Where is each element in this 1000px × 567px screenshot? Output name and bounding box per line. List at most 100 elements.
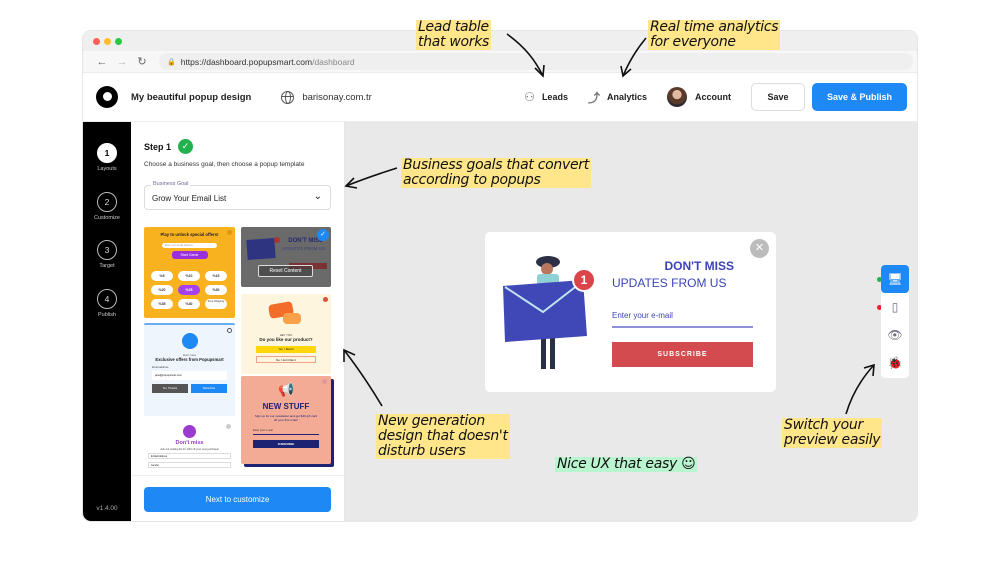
template-email-field: Enter your email address xyxy=(162,243,217,248)
template-text: Join our mailing list for 10% off your n… xyxy=(160,448,219,451)
prize-pill: %30 xyxy=(205,285,227,295)
preview-canvas: ✕ 1 DON'T MISS UPDATES FROM US Enter you… xyxy=(345,122,917,521)
template-text: Sign up for our newsletter and get $40 g… xyxy=(254,414,318,422)
prize-pill: %20 xyxy=(151,285,173,295)
annotation-leads: Lead table that works xyxy=(416,20,492,50)
popup-subscribe-button[interactable]: SUBSCRIBE xyxy=(612,342,753,367)
megaphone-icon: 📢 xyxy=(278,382,295,397)
annotation-preview: Switch your preview easily xyxy=(782,417,883,448)
template-yes-button: Yes, I liked it xyxy=(256,346,316,353)
step-layouts[interactable]: 1 Layouts xyxy=(83,143,131,172)
site-selector[interactable]: barisonay.com.tr xyxy=(281,90,372,104)
mobile-icon[interactable]: ▯ xyxy=(891,300,899,314)
site-domain: barisonay.com.tr xyxy=(302,91,372,103)
step-label: Target xyxy=(99,263,115,269)
template-gamification[interactable]: Play to unlock special offers! Enter you… xyxy=(144,227,235,318)
address-bar: ← → ↻ 🔒 https://dashboard.popupsmart.com… xyxy=(83,51,917,73)
popupsmart-logo-icon xyxy=(183,425,196,438)
app-version: v1.4.00 xyxy=(96,505,118,512)
template-dont-miss-selected[interactable]: DON'T MISS UPDATES FROM US Reset Content… xyxy=(241,227,331,287)
desktop-icon[interactable]: 🖥 xyxy=(881,265,909,293)
reload-icon[interactable]: ↻ xyxy=(137,56,147,68)
nav-account[interactable]: Account xyxy=(667,87,731,107)
panel-footer: Next to customize xyxy=(131,475,344,521)
close-icon xyxy=(227,230,232,235)
step-number: 4 xyxy=(97,289,117,309)
template-title: Don't miss xyxy=(175,440,204,446)
badge-icon xyxy=(274,237,280,243)
template-title: NEW STUFF xyxy=(262,402,310,411)
business-goal-select[interactable]: Business Goal Grow Your Email List ⌄ xyxy=(144,181,331,210)
template-title: Play to unlock special offers! xyxy=(160,232,219,237)
close-window-button[interactable] xyxy=(93,37,100,45)
nav-analytics[interactable]: ⤴ Analytics xyxy=(588,89,647,106)
step-number: 3 xyxy=(97,240,117,260)
step-publish[interactable]: 4 Publish xyxy=(83,289,131,318)
next-to-customize-button[interactable]: Next to customize xyxy=(144,487,331,512)
step-title: Step 1 ✓ xyxy=(144,139,194,154)
prize-pill: %10 xyxy=(178,271,200,281)
desktop-status-dot xyxy=(877,277,882,282)
close-icon[interactable]: ✕ xyxy=(750,239,769,258)
arrow-icon xyxy=(506,33,545,78)
annotation-line: disturb users xyxy=(378,443,466,459)
popup-title: DON'T MISS xyxy=(664,259,734,273)
nav-leads[interactable]: ⚇ Leads xyxy=(524,90,568,104)
prize-pill: Free Shipping xyxy=(205,299,227,309)
url-host: https://dashboard.popupsmart.com xyxy=(180,56,313,67)
bug-icon[interactable]: 🐞 xyxy=(887,356,903,370)
design-name[interactable]: My beautiful popup design xyxy=(131,91,252,103)
forward-icon[interactable]: → xyxy=(116,55,128,68)
annotation-line: Switch your xyxy=(784,417,863,433)
save-publish-button[interactable]: Save & Publish xyxy=(812,83,907,111)
annotation-line: Real time analytics xyxy=(650,19,779,35)
reset-content-button[interactable]: Reset Content xyxy=(258,265,313,277)
url-path: /dashboard xyxy=(312,56,355,67)
step-target[interactable]: 3 Target xyxy=(83,240,131,269)
template-title: Exclusive offers from Popupsmart xyxy=(155,357,224,362)
lock-icon: 🔒 xyxy=(167,58,176,66)
app-header: My beautiful popup design barisonay.com.… xyxy=(83,73,917,122)
business-goal-value: Grow Your Email List xyxy=(152,194,227,203)
nav-analytics-label: Analytics xyxy=(606,92,647,102)
template-dont-miss-purple[interactable]: Don't miss Join our mailing list for 10%… xyxy=(144,420,235,474)
back-icon[interactable]: ← xyxy=(96,55,108,68)
popupsmart-logo[interactable] xyxy=(96,86,118,108)
annotation-line: Business goals that convert xyxy=(403,157,589,173)
browser-window: ← → ↻ 🔒 https://dashboard.popupsmart.com… xyxy=(83,31,917,521)
maximize-window-button[interactable] xyxy=(115,37,122,45)
minimize-window-button[interactable] xyxy=(104,37,111,45)
step-label: Publish xyxy=(97,312,117,318)
save-button[interactable]: Save xyxy=(751,83,805,111)
prize-pill: %25 xyxy=(178,285,200,295)
chevron-down-icon: ⌄ xyxy=(313,191,322,202)
close-icon xyxy=(227,328,232,333)
notification-badge: 1 xyxy=(572,268,596,292)
url-field[interactable]: 🔒 https://dashboard.popupsmart.com/dashb… xyxy=(159,53,913,70)
template-feedback[interactable]: HEY YOU Do you like our product? Yes, I … xyxy=(241,294,331,374)
selected-check-icon: ✓ xyxy=(317,229,329,241)
mobile-status-dot xyxy=(877,305,882,310)
template-no-button: No, Thanks xyxy=(152,384,188,393)
preview-toolbar: 🖥 ▯ 👁 🐞 xyxy=(881,265,909,378)
popup-preview[interactable]: ✕ 1 DON'T MISS UPDATES FROM US Enter you… xyxy=(485,232,776,392)
eye-icon[interactable]: 👁 xyxy=(887,328,903,342)
arrow-icon xyxy=(343,348,383,407)
template-start-button: Start Game xyxy=(171,251,208,259)
trending-up-icon: ⤴ xyxy=(587,90,600,105)
template-new-stuff[interactable]: 📢 NEW STUFF Sign up for our newsletter a… xyxy=(241,376,331,464)
template-exclusive-offers[interactable]: Don't miss Exclusive offers from Popupsm… xyxy=(144,323,235,416)
prize-pill: %5 xyxy=(151,271,173,281)
envelope-person-illustration xyxy=(503,256,587,369)
annotation-design: New generation design that doesn't distu… xyxy=(376,414,510,459)
popup-email-input[interactable]: Enter your e-mail xyxy=(612,311,753,328)
close-icon xyxy=(226,424,231,429)
annotation-line: that works xyxy=(418,34,490,50)
close-icon xyxy=(322,379,327,384)
prize-pill: %40 xyxy=(178,299,200,309)
arrow-icon xyxy=(344,167,398,189)
avatar xyxy=(667,87,687,107)
step-customize[interactable]: 2 Customize xyxy=(83,192,131,221)
template-eyebrow: HEY YOU xyxy=(279,333,293,337)
template-email-field: jane@popupsmart.com xyxy=(152,371,227,380)
